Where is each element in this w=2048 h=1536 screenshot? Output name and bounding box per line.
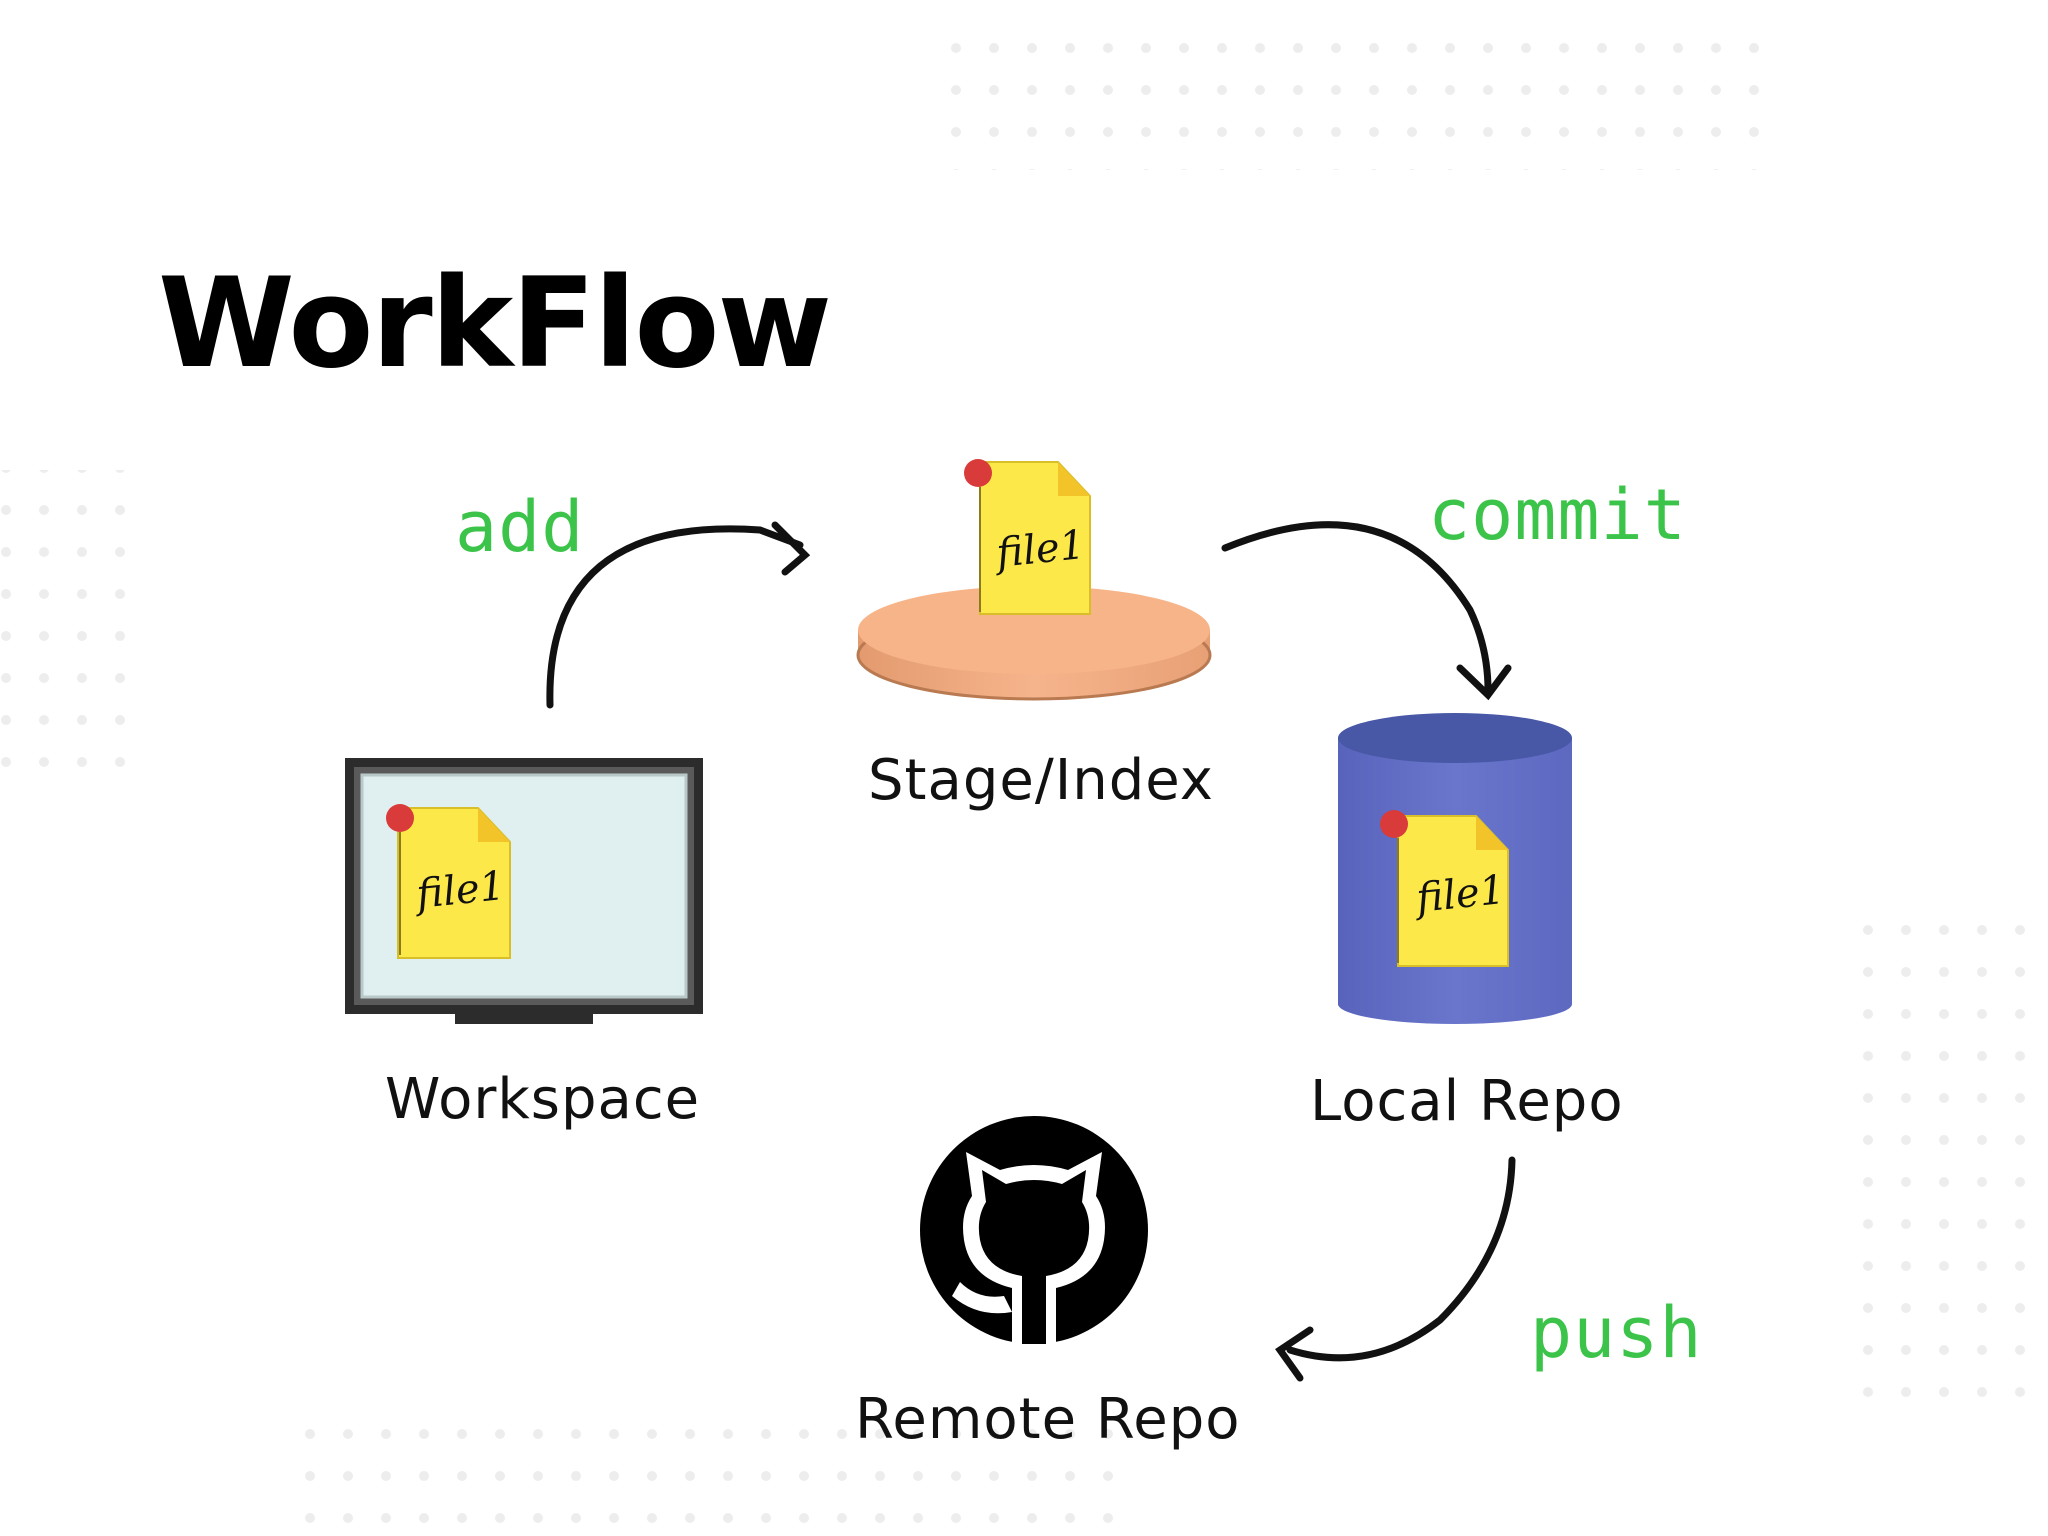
local-file-note: [1380, 810, 1509, 967]
add-action-label: add: [455, 486, 585, 568]
workspace-file-label: file1: [411, 863, 507, 918]
stage-label: Stage/Index: [868, 748, 1214, 813]
page-title: WorkFlow: [158, 252, 832, 396]
stage-file-note: [964, 459, 1091, 615]
workspace-file-note: [386, 804, 511, 959]
commit-arrow: [1221, 521, 1512, 701]
push-action-label: push: [1530, 1292, 1703, 1374]
background-dots: [0, 20, 2048, 1536]
remote-repo-label: Remote Repo: [855, 1387, 1241, 1452]
workspace-label: Workspace: [385, 1067, 701, 1132]
local-repo-label: Local Repo: [1310, 1069, 1624, 1134]
stage-platform: [856, 586, 1212, 701]
stage-file-label: file1: [991, 522, 1087, 577]
commit-action-label: commit: [1428, 474, 1687, 556]
push-arrow: [1275, 1156, 1516, 1382]
github-octocat-icon: [920, 1116, 1148, 1344]
local-file-label: file1: [1411, 867, 1507, 922]
add-arrow: [546, 521, 811, 709]
